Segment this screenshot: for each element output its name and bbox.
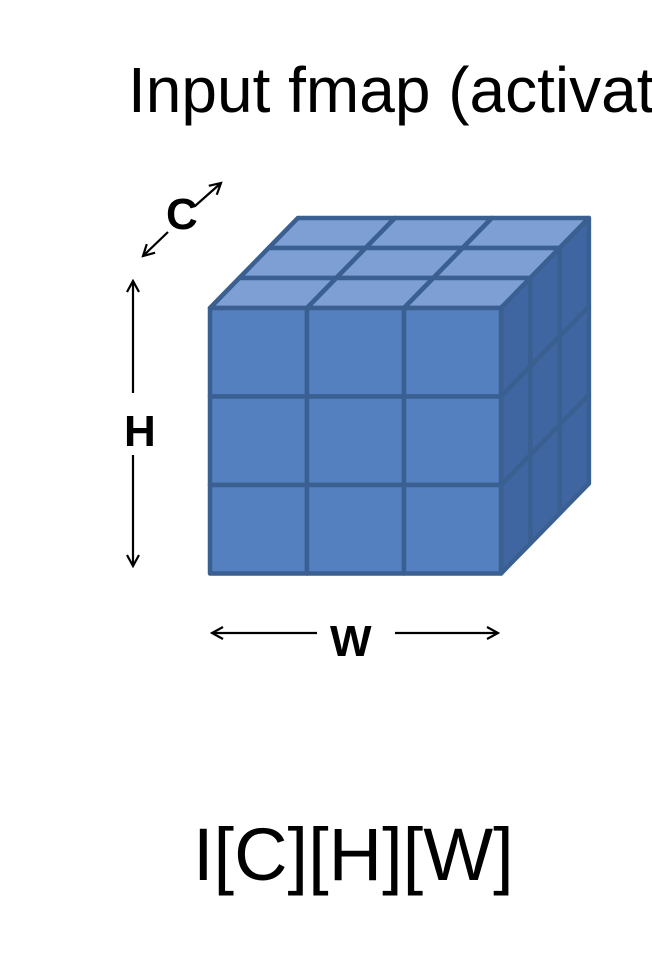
fmap-cube bbox=[207, 215, 592, 576]
channel-axis-arrow-back bbox=[143, 231, 169, 256]
cube-front-face bbox=[207, 305, 504, 576]
cube-front-cell bbox=[304, 482, 407, 576]
cube-front-cell bbox=[304, 305, 407, 399]
tensor-index-formula: I[C][H][W] bbox=[193, 813, 514, 896]
diagram-title: Input fmap (activat bbox=[128, 54, 652, 126]
cube-front-cell bbox=[401, 482, 504, 576]
cube-side-face bbox=[498, 215, 592, 576]
width-axis-label: W bbox=[330, 617, 372, 666]
cube-front-cell bbox=[207, 482, 310, 576]
cube-front-cell bbox=[304, 394, 407, 488]
cube-front-cell bbox=[207, 305, 310, 399]
channel-axis-label: C bbox=[166, 190, 198, 239]
cube-top-face bbox=[207, 215, 592, 311]
cube-front-cell bbox=[401, 394, 504, 488]
cube-front-cell bbox=[401, 305, 504, 399]
cube-front-cell bbox=[207, 394, 310, 488]
channel-axis-arrow-forward bbox=[194, 183, 221, 207]
height-axis-label: H bbox=[124, 407, 156, 456]
